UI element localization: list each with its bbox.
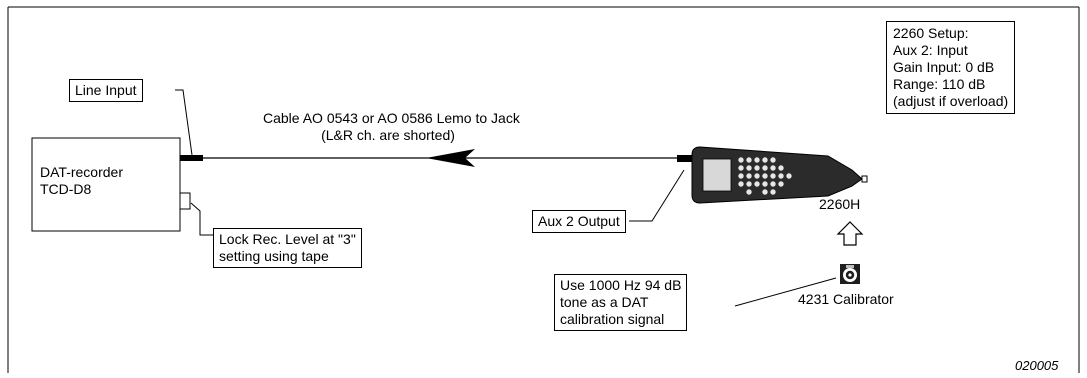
figure-id: 020005 bbox=[1015, 357, 1058, 374]
lock-rec-leader bbox=[190, 202, 213, 236]
dat-recorder-label: DAT-recorder TCD-D8 bbox=[40, 164, 123, 198]
setup-range: Range: 110 dB bbox=[893, 76, 986, 92]
lock-rec-callout: Lock Rec. Level at "3" setting using tap… bbox=[213, 228, 362, 268]
sound-level-meter-icon bbox=[691, 146, 868, 204]
dat-recorder-box bbox=[31, 137, 181, 232]
rec-level-knob bbox=[179, 192, 191, 210]
calibration-callout: Use 1000 Hz 94 dB tone as a DAT calibrat… bbox=[554, 274, 688, 331]
calibrator-label: 4231 Calibrator bbox=[798, 291, 894, 308]
aux-output-callout: Aux 2 Output bbox=[532, 210, 626, 233]
line-input-callout: Line Input bbox=[69, 79, 143, 102]
dat-recorder-name: DAT-recorder bbox=[40, 164, 123, 180]
lock-rec-line1: Lock Rec. Level at "3" bbox=[219, 231, 356, 247]
calibration-line3: calibration signal bbox=[560, 311, 665, 327]
setup-aux: Aux 2: Input bbox=[893, 42, 968, 58]
dat-recorder-model: TCD-D8 bbox=[40, 181, 92, 197]
cable-description-line2: (L&R ch. are shorted) bbox=[321, 127, 455, 143]
setup-gain: Gain Input: 0 dB bbox=[893, 59, 995, 75]
calibrator-icon bbox=[840, 264, 860, 284]
up-arrow-icon bbox=[836, 221, 864, 246]
meter-model: 2260H bbox=[819, 196, 861, 212]
aux-output-leader bbox=[629, 169, 685, 222]
cable-description: Cable AO 0543 or AO 0586 Lemo to Jack (L… bbox=[263, 110, 520, 144]
setup-note: (adjust if overload) bbox=[893, 93, 1009, 109]
meter-label: 2260H bbox=[819, 196, 860, 213]
line-input-jack bbox=[180, 155, 203, 161]
cable-description-line1: Cable AO 0543 or AO 0586 Lemo to Jack bbox=[263, 110, 520, 126]
calibration-line2: tone as a DAT bbox=[560, 294, 649, 310]
calibrator-model: 4231 Calibrator bbox=[798, 291, 894, 307]
calibration-line1: Use 1000 Hz 94 dB bbox=[560, 277, 682, 293]
cable-plug bbox=[677, 155, 701, 162]
lock-rec-line2: setting using tape bbox=[219, 248, 329, 264]
line-input-leader bbox=[175, 89, 193, 156]
figure-id-text: 020005 bbox=[1015, 358, 1059, 373]
aux-output-label: Aux 2 Output bbox=[538, 213, 620, 229]
setup-title: 2260 Setup: bbox=[893, 25, 969, 41]
calibration-leader bbox=[734, 277, 837, 307]
cable-arrowhead bbox=[426, 149, 475, 167]
setup-box: 2260 Setup: Aux 2: Input Gain Input: 0 d… bbox=[886, 21, 1016, 114]
line-input-label: Line Input bbox=[75, 82, 137, 98]
